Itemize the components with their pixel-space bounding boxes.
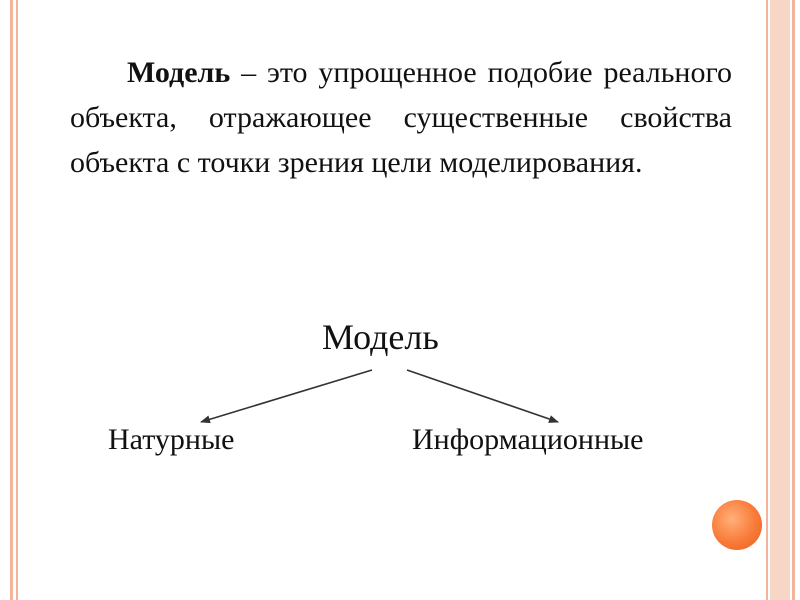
frame-right-outer-line (792, 0, 795, 600)
arrow-to-informational (406, 369, 559, 423)
definition-text: – это упрощенное подобие реального объек… (70, 56, 732, 179)
definition-term: Модель (127, 56, 231, 89)
arrow-to-natural (200, 369, 373, 424)
orange-circle-decoration (712, 500, 762, 550)
tree-child-informational: Информационные (412, 423, 644, 456)
tree-child-natural: Натурные (108, 423, 235, 456)
model-definition: Модель – это упрощенное подобие реальног… (70, 50, 732, 185)
frame-left-outer-line (10, 0, 13, 600)
frame-left-inner-line (16, 0, 18, 600)
tree-root-model: Модель (322, 317, 439, 357)
frame-right-band (770, 0, 790, 600)
frame-right-inner-line (766, 0, 768, 600)
